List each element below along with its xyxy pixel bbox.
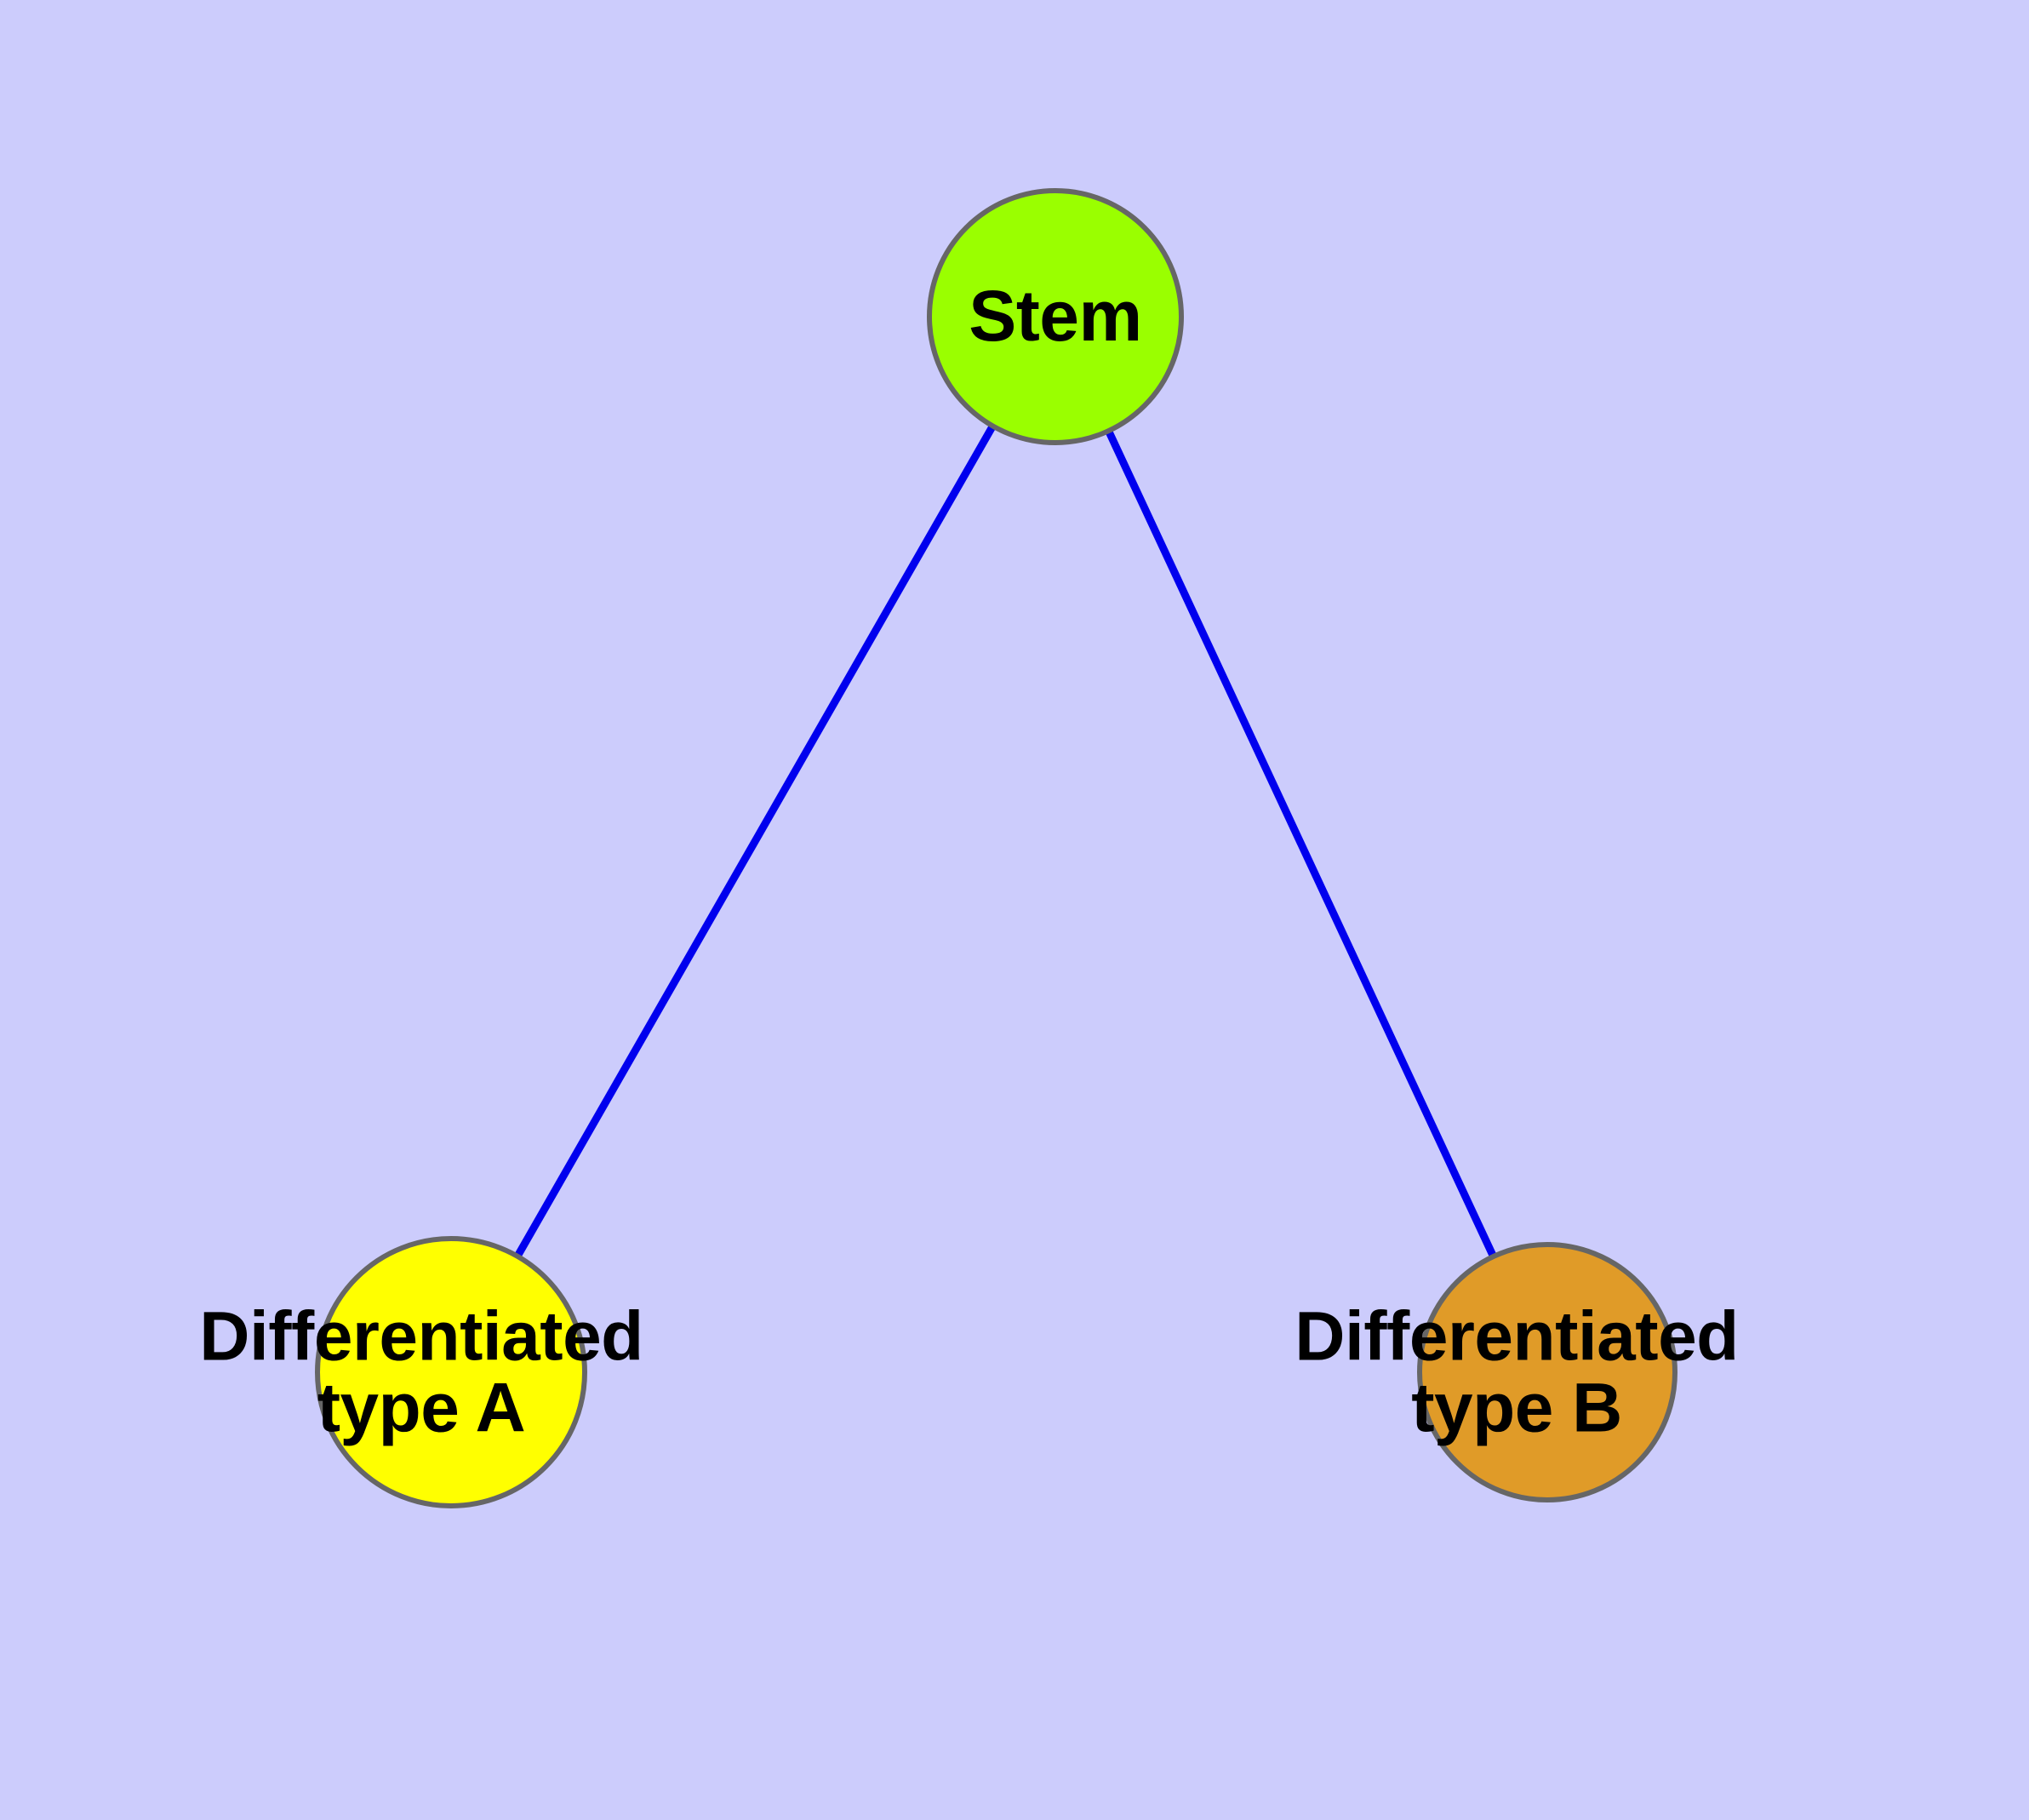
node-circle-diff-b[interactable] [1417,1242,1677,1502]
edge-layer [448,314,1552,1375]
node-circle-diff-a[interactable] [315,1236,587,1508]
edge-stem-to-diff-b [1051,315,1552,1374]
node-circle-stem[interactable] [927,188,1184,445]
node-layer [315,188,1677,1508]
edge-stem-to-diff-a [448,314,1059,1375]
